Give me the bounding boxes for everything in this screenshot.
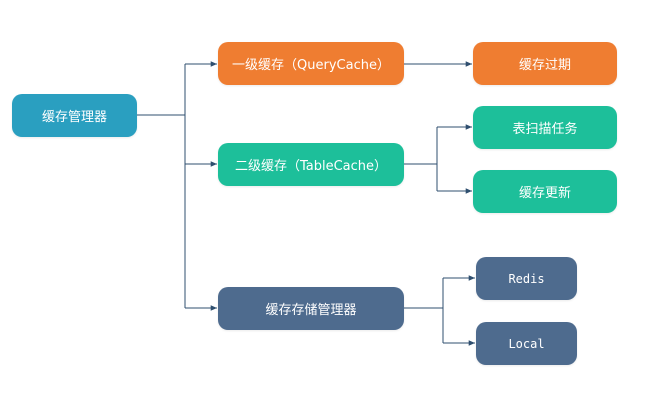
cache-manager-node: 缓存管理器	[12, 94, 137, 137]
local-node: Local	[476, 322, 577, 365]
level1-cache-node: 一级缓存（QueryCache）	[218, 42, 404, 85]
edge-root-trunk	[137, 64, 186, 308]
edge-l2-trunk	[404, 127, 438, 191]
cache-expire-node: 缓存过期	[473, 42, 617, 85]
redis-node: Redis	[476, 257, 577, 300]
level2-cache-node: 二级缓存（TableCache）	[218, 143, 404, 186]
cache-update-node: 缓存更新	[473, 170, 617, 213]
table-scan-task-node: 表扫描任务	[473, 106, 617, 149]
edge-store-trunk	[404, 278, 444, 343]
cache-storage-manager-node: 缓存存储管理器	[218, 287, 404, 330]
